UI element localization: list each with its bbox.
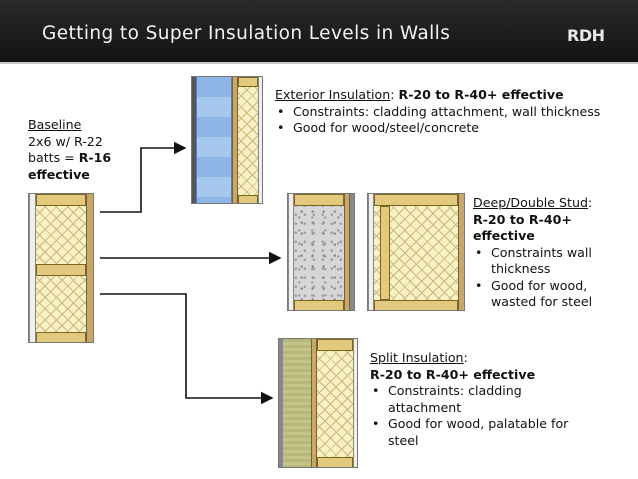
- split-value: R-20 to R-40+ effective: [370, 366, 536, 382]
- exterior-bullet-2: Good for wood/steel/concrete: [275, 120, 620, 137]
- split-bullets: Constraints: cladding attachment Good fo…: [370, 383, 580, 449]
- baseline-line2: batts = R-16: [28, 150, 112, 165]
- rdh-logo: RDH: [567, 26, 605, 45]
- deep-bullet-2: Good for wood, wasted for steel: [473, 278, 628, 311]
- double-stud-wall-section-b: [367, 193, 465, 311]
- header-divider: [0, 62, 638, 64]
- deep-heading-line: Deep/Double Stud:: [473, 195, 593, 210]
- baseline-line1: 2x6 w/ R-22: [28, 133, 103, 149]
- exterior-heading-line: Exterior Insulation: R-20 to R-40+ effec…: [275, 87, 564, 102]
- split-insulation-wall-section: [278, 338, 358, 468]
- deep-stud-wall-section-a: [287, 193, 355, 311]
- exterior-insulation-label: Exterior Insulation: R-20 to R-40+ effec…: [275, 87, 620, 137]
- baseline-line3: effective: [28, 166, 90, 182]
- exterior-bullets: Constraints: cladding attachment, wall t…: [275, 104, 620, 137]
- baseline-wall-section: [28, 193, 94, 343]
- split-heading-line: Split Insulation:: [370, 350, 468, 365]
- slide-title: Getting to Super Insulation Levels in Wa…: [42, 23, 451, 44]
- arrow-to-exterior: [100, 141, 187, 213]
- arrow-to-split: [100, 293, 274, 405]
- split-insulation-label: Split Insulation: R-20 to R-40+ effectiv…: [370, 350, 580, 449]
- deep-value: R-20 to R-40+ effective: [473, 211, 572, 244]
- slide-header: Getting to Super Insulation Levels in Wa…: [0, 0, 638, 62]
- split-bullet-1: Constraints: cladding attachment: [370, 383, 580, 416]
- deep-bullet-1: Constraints wall thickness: [473, 245, 628, 278]
- exterior-bullet-1: Constraints: cladding attachment, wall t…: [275, 104, 620, 121]
- deep-bullets: Constraints wall thickness Good for wood…: [473, 245, 628, 311]
- exterior-insulation-wall-section: [191, 76, 263, 204]
- baseline-heading: Baseline: [28, 117, 82, 132]
- deep-double-stud-label: Deep/Double Stud: R-20 to R-40+ effectiv…: [473, 195, 628, 311]
- baseline-label: Baseline 2x6 w/ R-22 batts = R-16 effect…: [28, 117, 138, 183]
- split-bullet-2: Good for wood, palatable for steel: [370, 416, 580, 449]
- rdh-logo-text: RDH: [567, 26, 605, 45]
